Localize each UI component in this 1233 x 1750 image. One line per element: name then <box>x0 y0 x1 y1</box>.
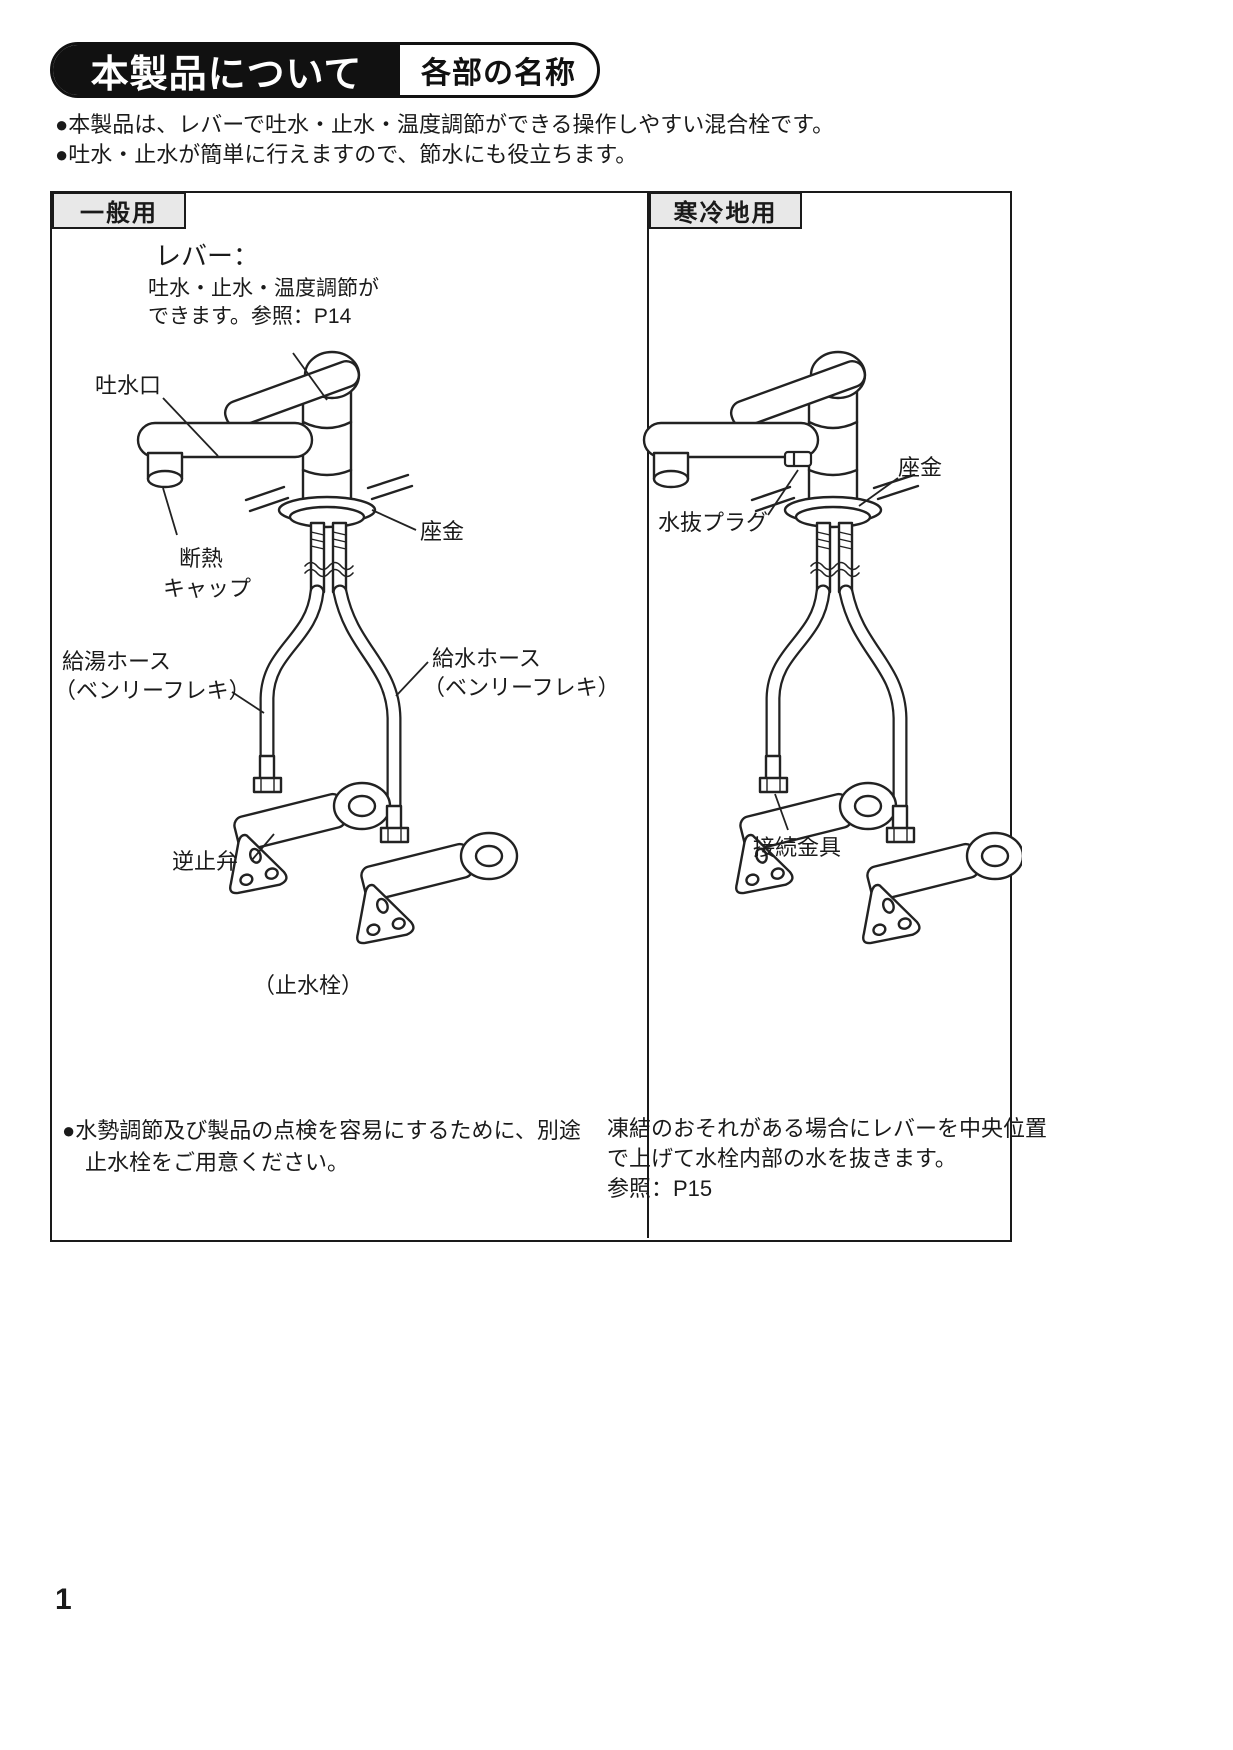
page-number: 1 <box>55 1583 72 1616</box>
label-drain-plug: 水抜プラグ <box>658 510 769 535</box>
label-flange-general: 座金 <box>420 519 465 544</box>
label-hot-water-hose-2: （ベンリーフレキ） <box>54 678 251 703</box>
drain-plug-shape <box>783 450 813 468</box>
note-cold-line-2: で上げて水栓内部の水を抜きます。 <box>607 1146 957 1171</box>
section-title: 本製品について <box>53 45 400 95</box>
tab-cold-region: 寒冷地用 <box>649 192 802 229</box>
label-stop-valve: （止水栓） <box>253 973 364 998</box>
label-insulation-cap-1: 断熱 <box>179 546 224 571</box>
intro-line-1: ●本製品は、レバーで吐水・止水・温度調節ができる操作しやすい混合栓です。 <box>55 112 835 137</box>
section-header: 本製品について 各部の名称 <box>50 42 600 98</box>
intro-line-2: ●吐水・止水が簡単に行えますので、節水にも役立ちます。 <box>55 142 638 167</box>
note-general-line-1: ●水勢調節及び製品の点検を容易にするために、別途 <box>62 1118 581 1143</box>
label-spout: 吐水口 <box>95 373 162 398</box>
panel-divider <box>647 193 649 1238</box>
note-general-line-2: 止水栓をご用意ください。 <box>85 1150 350 1175</box>
label-water-hose-2: （ベンリーフレキ） <box>423 675 620 700</box>
label-water-hose-1: 給水ホース <box>432 646 541 671</box>
label-connector-fitting: 接続金具 <box>753 835 842 860</box>
faucet-diagram-cold <box>622 320 1022 1020</box>
tab-general-use: 一般用 <box>52 192 186 229</box>
note-cold: 凍結のおそれがある場合にレバーを中央位置 で上げて水栓内部の水を抜きます。 参照… <box>607 1114 1047 1204</box>
label-lever-desc-2: できます。参照：P14 <box>148 305 352 328</box>
label-hot-water-hose-1: 給湯ホース <box>62 649 171 674</box>
label-insulation-cap-2: キャップ <box>163 576 252 601</box>
note-cold-line-3: 参照：P15 <box>607 1176 713 1201</box>
label-lever-desc-1: 吐水・止水・温度調節が <box>148 277 379 300</box>
label-lever-title: レバー： <box>155 241 260 271</box>
faucet-diagram-general <box>60 320 590 1020</box>
label-check-valve: 逆止弁 <box>172 849 239 874</box>
intro-text: ●本製品は、レバーで吐水・止水・温度調節ができる操作しやすい混合栓です。 ●吐水… <box>55 110 834 170</box>
label-flange-cold: 座金 <box>898 455 943 480</box>
note-cold-line-1: 凍結のおそれがある場合にレバーを中央位置 <box>607 1116 1048 1141</box>
section-subtitle: 各部の名称 <box>421 57 576 90</box>
